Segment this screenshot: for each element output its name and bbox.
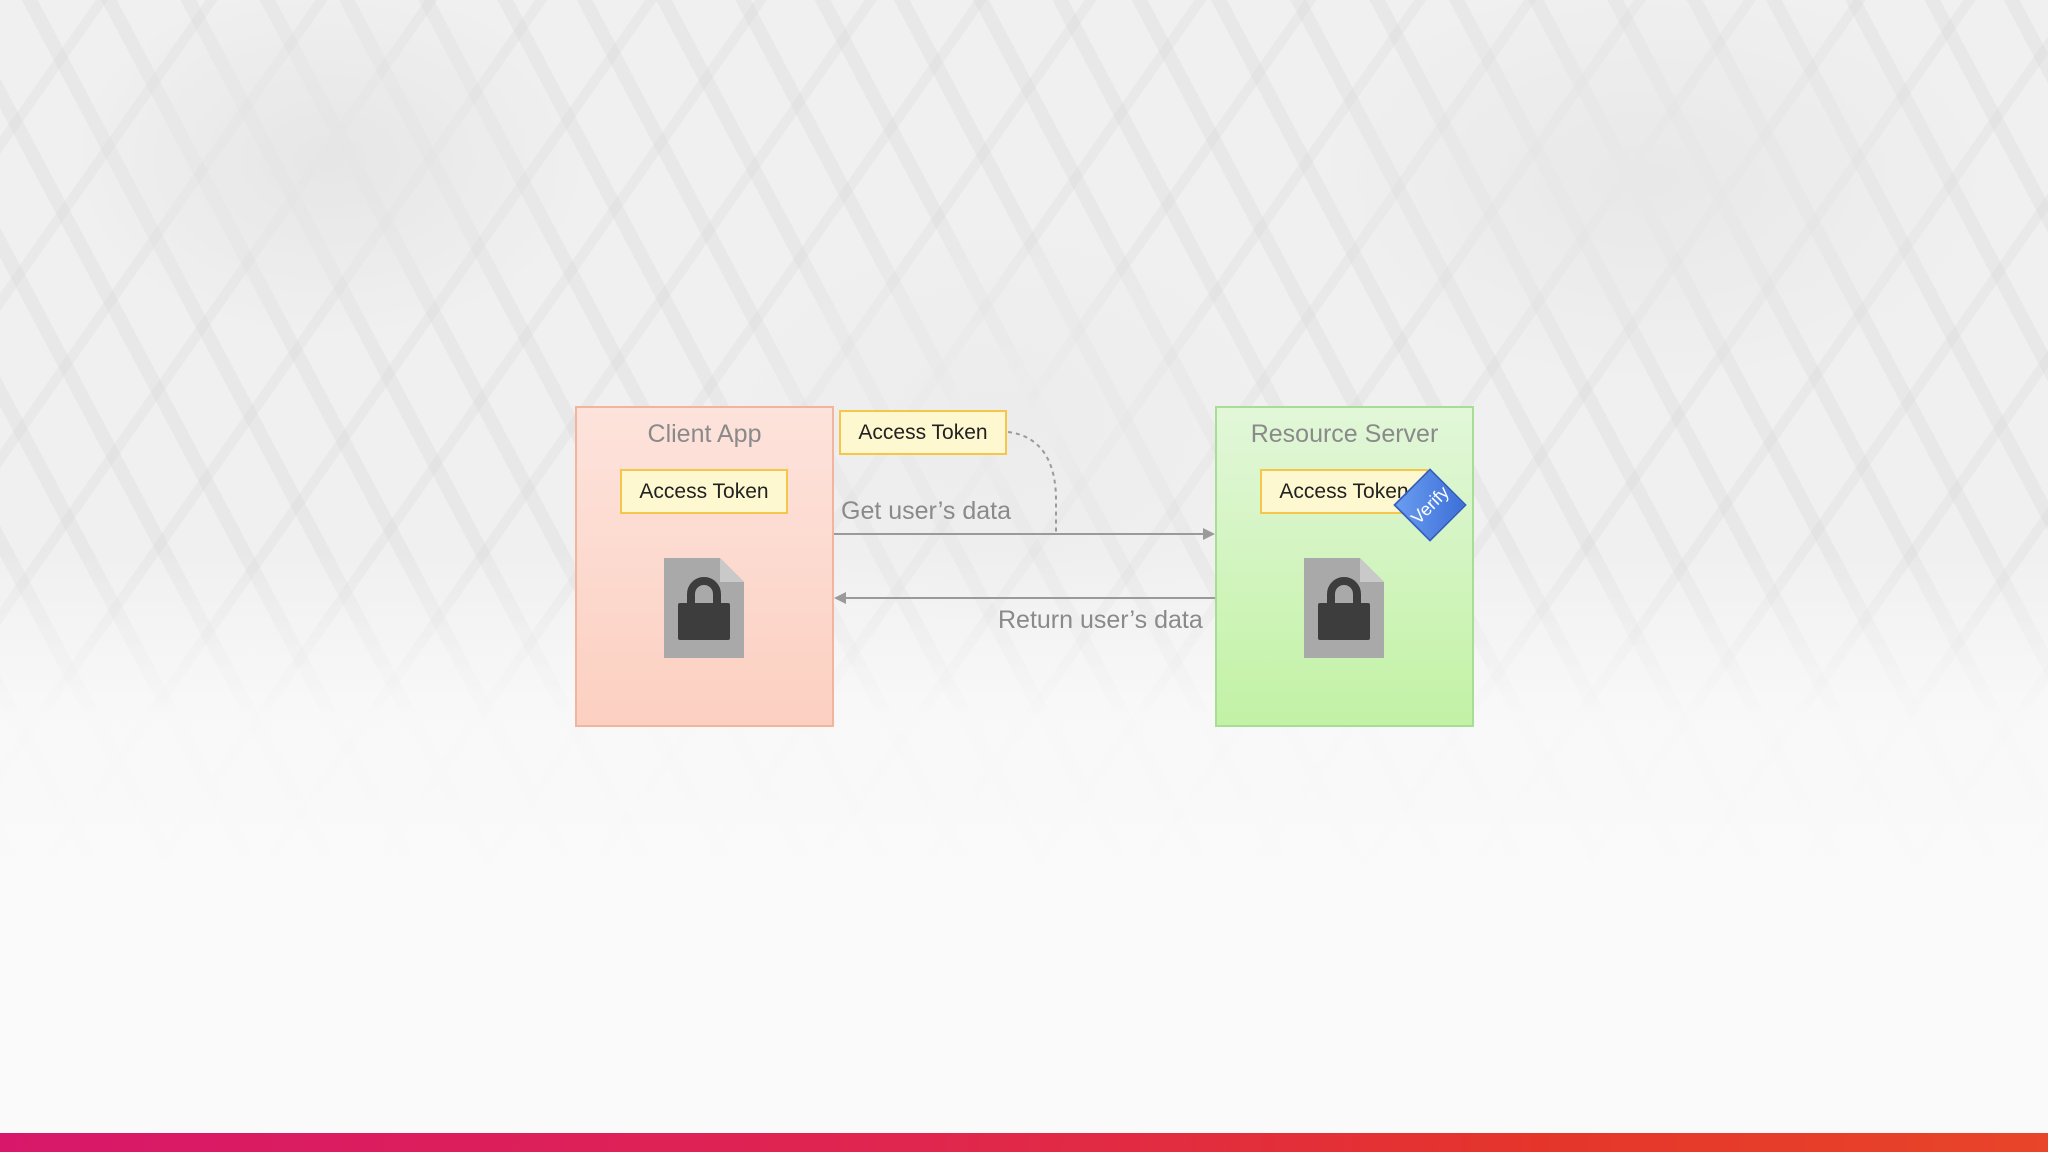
bottom-accent-stripe — [0, 1133, 2048, 1152]
flow-access-token: Access Token — [839, 410, 1007, 455]
token-attach-line — [1007, 431, 1057, 533]
client-app-title: Client App — [647, 420, 762, 448]
response-label: Return user’s data — [998, 606, 1203, 634]
resource-server-title: Resource Server — [1250, 420, 1439, 448]
lock-document-icon — [1304, 558, 1384, 658]
client-access-token: Access Token — [620, 469, 788, 514]
lock-document-icon — [664, 558, 744, 658]
server-access-token: Access Token — [1260, 469, 1428, 514]
request-label: Get user’s data — [841, 497, 1012, 525]
client-app-box: Client App — [575, 406, 834, 727]
